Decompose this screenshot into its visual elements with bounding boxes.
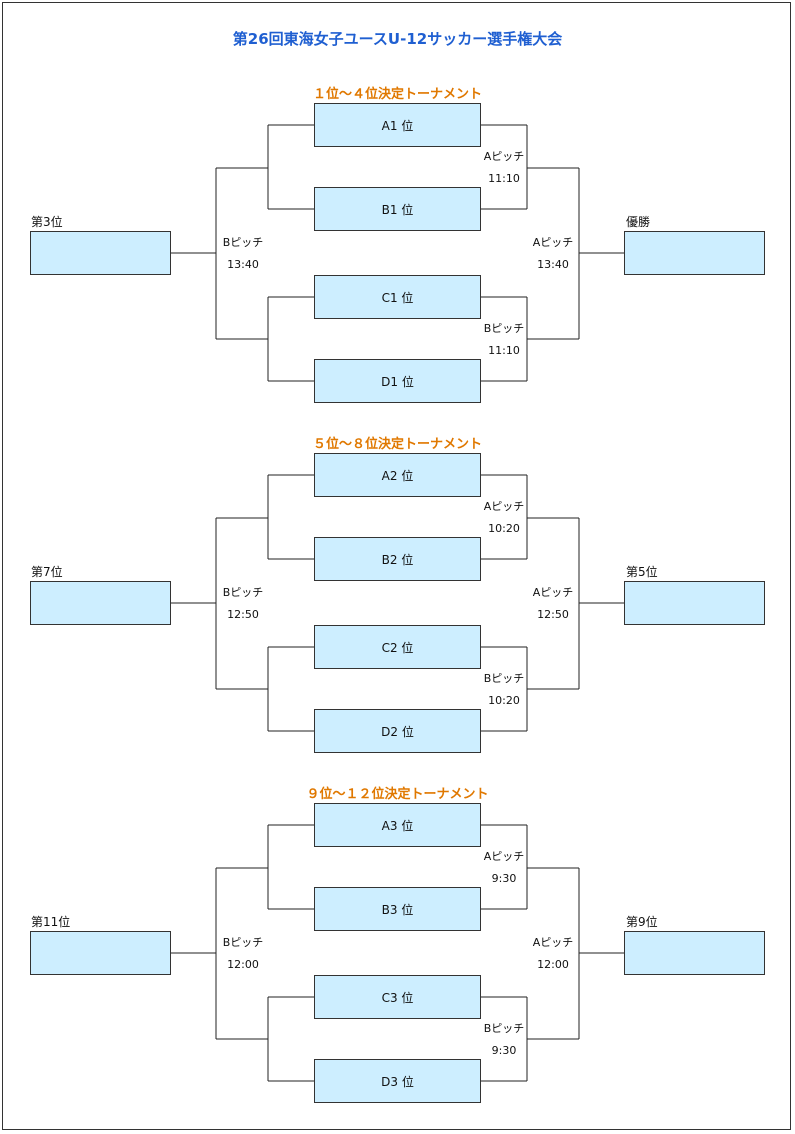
pitch-name: Aピッチ: [483, 150, 525, 163]
left-final-pitch: Bピッチ 12:50: [215, 582, 271, 626]
seed-box: C2 位: [314, 625, 481, 669]
semi-top-pitch: Aピッチ 11:10: [476, 146, 532, 190]
right-result-box: [624, 231, 765, 275]
match-time: 10:20: [488, 522, 520, 535]
match-time: 11:10: [488, 344, 520, 357]
seed-box: C3 位: [314, 975, 481, 1019]
left-result-box: [30, 581, 171, 625]
right-final-pitch: Aピッチ 12:50: [525, 582, 581, 626]
section-title: １位～４位決定トーナメント: [312, 87, 482, 102]
pitch-name: Bピッチ: [483, 1022, 525, 1035]
right-final-pitch: Aピッチ 12:00: [525, 932, 581, 976]
right-result-label: 第9位: [626, 915, 658, 929]
seed-box: A3 位: [314, 803, 481, 847]
section-title: ９位～１２位決定トーナメント: [306, 787, 489, 802]
match-time: 13:40: [537, 258, 569, 271]
pitch-name: Aピッチ: [532, 586, 574, 599]
match-time: 10:20: [488, 694, 520, 707]
pitch-name: Bピッチ: [222, 236, 264, 249]
left-result-label: 第3位: [31, 215, 63, 229]
seed-box: B2 位: [314, 537, 481, 581]
semi-bottom-pitch: Bピッチ 9:30: [476, 1018, 532, 1062]
left-final-pitch: Bピッチ 12:00: [215, 932, 271, 976]
section-title: ５位～８位決定トーナメント: [312, 437, 482, 452]
left-final-pitch: Bピッチ 13:40: [215, 232, 271, 276]
match-time: 12:00: [537, 958, 569, 971]
seed-box: A2 位: [314, 453, 481, 497]
pitch-name: Aピッチ: [483, 850, 525, 863]
left-result-label: 第11位: [31, 915, 71, 929]
seed-box: D1 位: [314, 359, 481, 403]
semi-bottom-pitch: Bピッチ 11:10: [476, 318, 532, 362]
pitch-name: Bピッチ: [222, 936, 264, 949]
match-time: 12:50: [227, 608, 259, 621]
semi-bottom-pitch: Bピッチ 10:20: [476, 668, 532, 712]
right-result-label: 優勝: [626, 215, 651, 229]
match-time: 12:50: [537, 608, 569, 621]
match-time: 13:40: [227, 258, 259, 271]
match-time: 11:10: [488, 172, 520, 185]
left-result-box: [30, 931, 171, 975]
semi-top-pitch: Aピッチ 10:20: [476, 496, 532, 540]
pitch-name: Aピッチ: [532, 236, 574, 249]
match-time: 9:30: [491, 1044, 517, 1057]
semi-top-pitch: Aピッチ 9:30: [476, 846, 532, 890]
page-title: 第26回東海女子ユースU-12サッカー選手権大会: [232, 30, 563, 48]
seed-box: D2 位: [314, 709, 481, 753]
seed-box: D3 位: [314, 1059, 481, 1103]
left-result-label: 第7位: [31, 565, 63, 579]
pitch-name: Aピッチ: [532, 936, 574, 949]
right-result-box: [624, 931, 765, 975]
left-result-box: [30, 231, 171, 275]
seed-box: A1 位: [314, 103, 481, 147]
pitch-name: Aピッチ: [483, 500, 525, 513]
right-result-box: [624, 581, 765, 625]
right-result-label: 第5位: [626, 565, 658, 579]
pitch-name: Bピッチ: [483, 672, 525, 685]
seed-box: B3 位: [314, 887, 481, 931]
right-final-pitch: Aピッチ 13:40: [525, 232, 581, 276]
pitch-name: Bピッチ: [483, 322, 525, 335]
match-time: 12:00: [227, 958, 259, 971]
match-time: 9:30: [491, 872, 517, 885]
seed-box: C1 位: [314, 275, 481, 319]
seed-box: B1 位: [314, 187, 481, 231]
pitch-name: Bピッチ: [222, 586, 264, 599]
